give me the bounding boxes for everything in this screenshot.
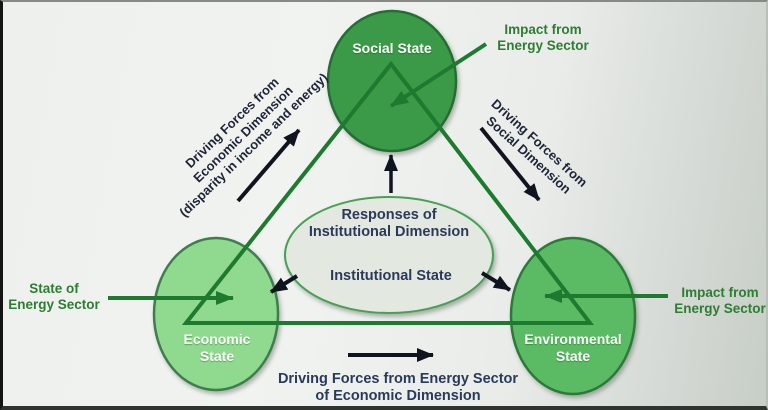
- social-state-label: Social State: [352, 40, 432, 56]
- environmental-state-label-line1: Environmental: [524, 331, 622, 347]
- driving-forces-energy-bottom-label: Driving Forces from Energy Sector of Eco…: [277, 371, 519, 405]
- state-of-energy-sector-label: State of Energy Sector: [8, 281, 100, 313]
- arrow-institutional-to-environmental-icon: [480, 271, 512, 292]
- institutional-responses-line2: Institutional Dimension: [308, 224, 470, 241]
- economic-state-label: Economic State: [184, 331, 251, 365]
- diagram-canvas: [108, 9, 668, 396]
- institutional-state-node: [284, 196, 494, 314]
- institutional-state-label: Institutional State: [330, 268, 452, 284]
- institutional-responses-line1: Responses of: [341, 207, 437, 223]
- environmental-state-label: Environmental State: [524, 331, 621, 365]
- impact-from-energy-top-label: Impact from Energy Sector: [497, 22, 589, 54]
- environmental-state-node: [509, 236, 637, 396]
- arrow-driving-economic-up-icon: [236, 128, 301, 203]
- institutional-responses-label: Responses of Institutional Dimension: [309, 207, 469, 242]
- arrow-institutional-to-economic-icon: [269, 274, 299, 294]
- economic-state-node: [152, 236, 280, 392]
- economic-state-label-line1: Economic: [183, 331, 251, 347]
- environmental-state-label-line2: State: [555, 347, 591, 364]
- social-state-node: [326, 9, 458, 153]
- arrow-impact-energy-to-social-icon: [389, 42, 488, 108]
- impact-from-energy-right-label: Impact from Energy Sector: [674, 285, 766, 317]
- state-triangle: [181, 60, 595, 325]
- economic-state-label-line2: State: [199, 347, 235, 364]
- arrow-driving-social-down-icon: [479, 126, 541, 202]
